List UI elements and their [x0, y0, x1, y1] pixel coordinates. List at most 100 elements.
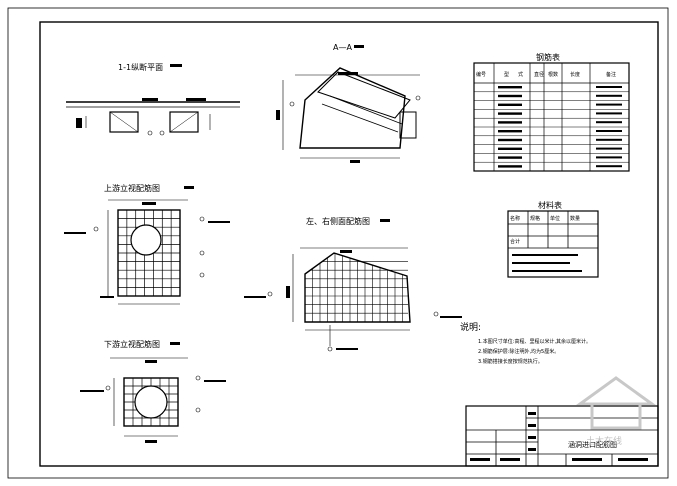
rebar-note-bar: [596, 103, 622, 106]
title-block-text-bar: [528, 436, 536, 439]
notes-heading: 说明:: [460, 321, 481, 333]
rebar-line: [329, 95, 403, 125]
view-title-side-walls: 左、右侧面配筋图: [306, 216, 370, 226]
callout-circle: [199, 250, 205, 256]
side-wall-rebar-grid: [305, 253, 408, 322]
rebar-line: [321, 103, 399, 133]
rebar-header-cell: 备注: [606, 71, 616, 78]
rebar-note-bar: [596, 121, 622, 124]
material-total-label: 合计: [510, 238, 520, 245]
rebar-table: 钢筋表 编号 型 式 直径 根数 长度 备注: [473, 52, 630, 172]
title-block-text-bar: [470, 458, 490, 461]
title-block-text-bar: [528, 424, 536, 427]
watermark-house-icon: [575, 376, 657, 406]
dim-text-bar: [276, 110, 280, 120]
rebar-shape-sketch: [498, 138, 522, 142]
rebar-header-cell: 型: [504, 71, 509, 78]
rebar-note-bar: [596, 112, 622, 115]
rebar-header-cell: 式: [518, 71, 523, 78]
title-block-frame: [465, 405, 659, 467]
notes-item: 2.钢筋保护层:除注明外,均为5厘米。: [478, 348, 559, 355]
callout-circle: [199, 216, 205, 222]
view-title-plan-section: 1-1纵断平面: [118, 62, 163, 72]
material-table: 材料表 名称 规格 单位 数量 合计: [507, 200, 599, 278]
dim-text-bar: [145, 440, 157, 443]
outlet-pipe: [399, 111, 417, 139]
rebar-header-cell: 编号: [476, 71, 486, 78]
dim-text-bar: [142, 98, 158, 101]
box-outline: [299, 67, 406, 149]
rebar-table-title: 钢筋表: [536, 52, 560, 62]
view-title-downstream-elevation: 下游立视配筋图: [104, 339, 160, 349]
scale-mark: [184, 186, 194, 189]
watermark-house-body: [590, 402, 642, 430]
dim-text-bar: [64, 232, 86, 234]
material-header-cell: 单位: [550, 215, 560, 222]
dim-text-bar: [76, 118, 82, 128]
rebar-header-cell: 长度: [570, 71, 580, 78]
title-block-text-bar: [618, 458, 648, 461]
dim-text-bar: [204, 380, 226, 382]
title-block-text-bar: [500, 458, 520, 461]
dim-text-bar: [340, 250, 352, 253]
dimension-text-bars: [64, 72, 462, 443]
callout-circle: [195, 375, 201, 381]
dim-text-bar: [338, 72, 358, 75]
drawing-title: 涵洞进口配筋图: [568, 440, 617, 449]
callout-circle: [415, 95, 421, 101]
callout-circle: [433, 311, 439, 317]
material-header-cell: 规格: [530, 215, 540, 222]
callout-circle: [159, 130, 165, 136]
dim-text-bar: [440, 316, 462, 318]
rebar-note-bar: [596, 130, 622, 132]
view-title-section-a: A—A: [333, 43, 352, 52]
rebar-shape-sketch: [498, 86, 522, 89]
side-wall-outline: [304, 252, 411, 323]
material-table-title: 材料表: [538, 200, 562, 210]
material-header-cell: 名称: [510, 215, 520, 222]
view-side-walls: 左、右侧面配筋图: [267, 216, 439, 352]
wall-left: [109, 111, 139, 133]
rebar-shape-sketch: [498, 121, 522, 124]
callout-circle: [289, 101, 295, 107]
rebar-table-frame: [473, 62, 630, 172]
dim-text-bar: [80, 390, 104, 392]
rebar-header-cell: 根数: [548, 71, 558, 78]
rebar-header-cell: 直径: [534, 71, 544, 78]
callout-circle: [267, 291, 273, 297]
title-block-text-bar: [528, 448, 536, 451]
wall-left-hatch: [109, 111, 139, 133]
rebar-shape-sketch: [498, 103, 522, 106]
dim-text-bar: [286, 286, 290, 298]
pipe-sleeve: [317, 71, 411, 119]
watermark-text: 土木在线: [586, 435, 622, 447]
rebar-shape-sketch: [498, 165, 522, 168]
material-text-bar: [512, 254, 578, 256]
material-text-bar: [512, 270, 582, 272]
callout-circle: [147, 130, 153, 136]
pipe-opening: [130, 224, 162, 256]
rebar-shape-sketch: [498, 156, 522, 159]
callout-circle: [199, 272, 205, 278]
rebar-note-bar: [596, 86, 622, 88]
scale-mark: [354, 45, 364, 48]
scale-mark: [170, 64, 182, 67]
dim-text-bar: [336, 348, 358, 350]
dim-text-bar: [186, 98, 206, 101]
dim-text-bar: [142, 202, 156, 205]
upstream-rebar-grid: [118, 210, 180, 296]
dim-text-bar: [145, 360, 157, 363]
scale-mark: [380, 219, 390, 222]
title-block-text-bar: [572, 458, 602, 461]
wall-right: [169, 111, 199, 133]
callout-circle: [105, 385, 111, 391]
title-block-text-bar: [528, 412, 536, 415]
view-title-upstream-elevation: 上游立视配筋图: [104, 183, 160, 193]
dim-text-bar: [208, 221, 230, 223]
inner-border: [39, 21, 659, 467]
callout-circle: [195, 407, 201, 413]
rebar-note-bar: [596, 147, 622, 150]
view-upstream-elevation: 上游立视配筋图: [93, 183, 205, 305]
